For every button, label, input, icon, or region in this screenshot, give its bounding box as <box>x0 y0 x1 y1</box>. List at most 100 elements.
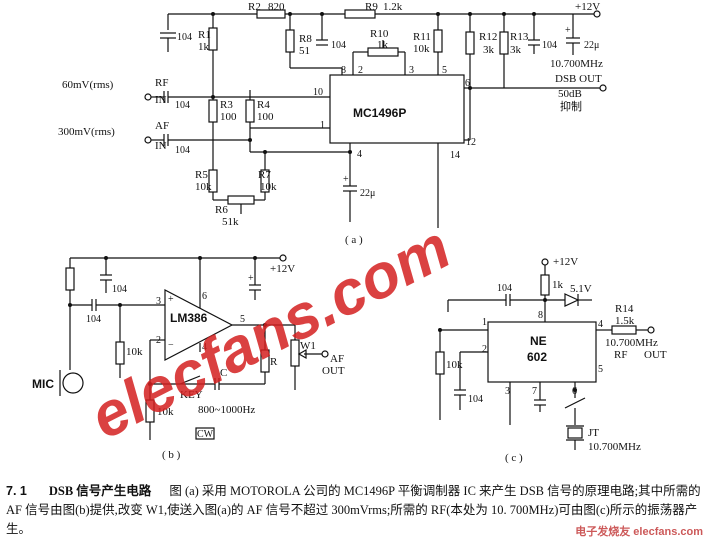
a-r4: R4 <box>257 99 270 111</box>
b-pin-6: 6 <box>202 291 207 302</box>
b-freq: 800~1000Hz <box>198 404 255 416</box>
a-r1-val: 1k <box>198 41 210 53</box>
c-vcc-label: +12V <box>553 256 578 268</box>
b-r-label: R <box>270 356 278 368</box>
a-cap-right: 104 <box>542 40 557 51</box>
c-cap-left: 104 <box>468 394 483 405</box>
a-r8: R8 <box>299 33 312 45</box>
b-out-af: AF <box>330 353 344 365</box>
a-r9: R9 <box>365 1 378 13</box>
a-r13-val: 3k <box>510 44 522 56</box>
a-pin-8: 8 <box>341 65 346 76</box>
circuit-c: +12V 1k 5.1V 104 NE 602 1 8 4 2 3 7 6 5 <box>435 256 667 464</box>
a-out-label: DSB OUT <box>555 73 602 85</box>
c-crystal: JT <box>588 427 599 439</box>
c-r14-val: 1.5k <box>615 315 635 327</box>
a-r3: R3 <box>220 99 233 111</box>
c-r-top: 1k <box>552 279 564 291</box>
b-mic: MIC <box>32 377 54 391</box>
watermark: elecfans.com <box>80 213 461 453</box>
a-r5: R5 <box>195 169 208 181</box>
a-pin-10: 10 <box>313 87 323 98</box>
c-crystal-freq: 10.700MHz <box>588 441 641 453</box>
a-r1: R1 <box>198 29 211 41</box>
a-r6: R6 <box>215 204 228 216</box>
a-chip-label: MC1496P <box>353 106 406 120</box>
circuit-a: +12V 104 R2 820 R9 1.2k R1 1k R8 5 1 104 <box>58 1 607 246</box>
a-r2-val: 820 <box>268 1 285 13</box>
a-rf-level: 60mV(rms) <box>62 79 114 91</box>
a-r9-val: 1.2k <box>383 1 403 13</box>
a-af-level: 300mV(rms) <box>58 126 115 138</box>
b-pin-5: 5 <box>240 314 245 325</box>
b-r-left: 10k <box>126 346 143 358</box>
a-r7: R7 <box>258 169 271 181</box>
a-cap-vcc: 22μ <box>584 40 599 51</box>
a-pin-14: 14 <box>450 150 460 161</box>
c-r-left: 10k <box>446 359 463 371</box>
c-out-freq: 10.700MHz <box>605 337 658 349</box>
b-minus: − <box>168 340 174 351</box>
a-cap-left: 104 <box>177 32 192 43</box>
c-pin-2: 2 <box>482 344 487 355</box>
b-key: KEY <box>180 389 203 401</box>
a-r11-val: 10k <box>413 43 430 55</box>
c-pin-8: 8 <box>538 310 543 321</box>
c-pin-1: 1 <box>482 317 487 328</box>
a-r12-val: 3k <box>483 44 495 56</box>
b-cap1: 104 <box>112 284 127 295</box>
c-pin-3: 3 <box>505 386 510 397</box>
c-pin-4: 4 <box>598 319 603 330</box>
b-r-bottom: 10k <box>157 406 174 418</box>
a-r13: R13 <box>510 31 529 43</box>
a-pin-5: 5 <box>442 65 447 76</box>
a-r11: R11 <box>413 31 431 43</box>
a-cap-bottom: 22μ <box>360 188 375 199</box>
a-cap-af: 104 <box>175 145 190 156</box>
c-out-rf: RF <box>614 349 627 361</box>
b-pin-4: 4 <box>202 342 207 353</box>
c-cap-top: 104 <box>497 283 512 294</box>
c-r14: R14 <box>615 303 634 315</box>
a-r10-val: 1k <box>377 39 389 51</box>
c-pin-5: 5 <box>598 364 603 375</box>
c-chip-body <box>487 321 597 383</box>
a-pin-1: 1 <box>320 120 325 131</box>
b-fig-label: ( b ) <box>162 449 181 461</box>
a-vcc-label: +12V <box>575 1 600 13</box>
a-out-supp: 50dB <box>558 88 582 100</box>
a-r2: R2 <box>248 1 261 13</box>
b-plus-sign: + <box>248 273 254 284</box>
b-cw: CW <box>197 429 214 440</box>
b-c-label: C <box>220 367 227 379</box>
a-r6-val: 51k <box>222 216 239 228</box>
b-vcc-label: +12V <box>270 263 295 275</box>
a-fig-label: ( a ) <box>345 234 363 246</box>
corner-watermark: 电子发烧友 elecfans.com <box>575 526 703 538</box>
watermark-text: elecfans.com <box>80 213 461 453</box>
a-rf-name: RF <box>155 77 168 89</box>
a-rf-in: IN <box>155 94 167 106</box>
b-opamp <box>164 289 234 361</box>
b-plus: + <box>168 294 174 305</box>
a-chip-body <box>329 74 465 144</box>
b-pot: W1 <box>300 340 316 352</box>
b-pin-3: 3 <box>156 296 161 307</box>
a-pin-6: 6 <box>465 78 470 89</box>
caption-text: 图 (a) 采用 MOTOROLA 公司的 MC1496P 平衡调制器 IC 来… <box>6 484 701 536</box>
a-out-supp2: 抑制 <box>560 99 582 113</box>
a-plus-sign: + <box>565 25 571 36</box>
c-zener: 5.1V <box>570 283 592 295</box>
a-r10: R10 <box>370 28 389 40</box>
a-cap-mid: 104 <box>331 40 346 51</box>
a-pin-12: 12 <box>466 137 476 148</box>
caption-heading: DSB 信号产生电路 <box>48 484 152 498</box>
b-out-out: OUT <box>322 365 345 377</box>
c-pin-7: 7 <box>532 386 537 397</box>
a-r3-val: 100 <box>220 111 237 123</box>
a-pin-3: 3 <box>409 65 414 76</box>
c-out-out: OUT <box>644 349 667 361</box>
b-cap2: 104 <box>86 314 101 325</box>
schematic-figure: +12V 104 R2 820 R9 1.2k R1 1k R8 51 104 <box>32 1 667 464</box>
caption-number: 7. 1 <box>6 484 27 498</box>
